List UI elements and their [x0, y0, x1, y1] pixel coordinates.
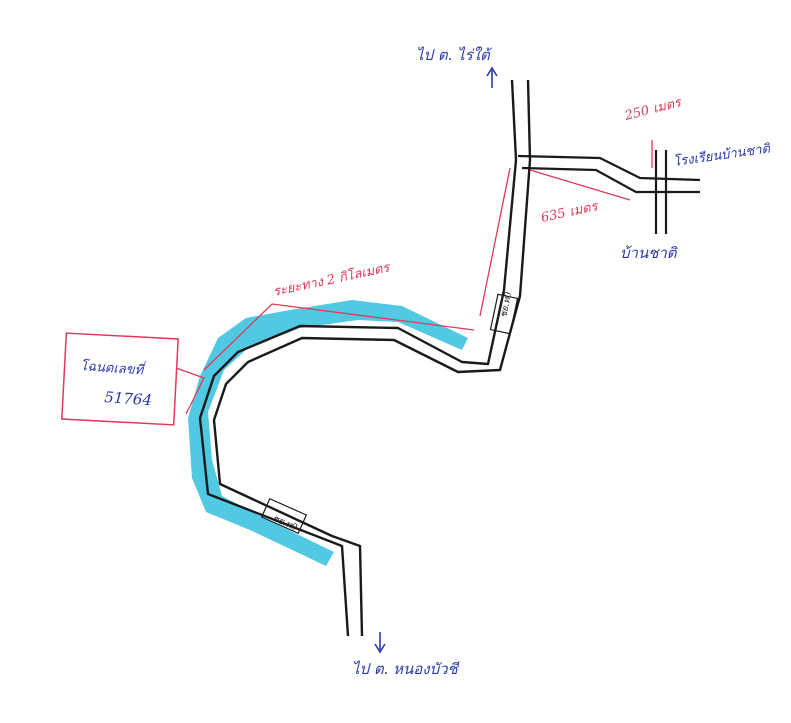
- dimension-line-north: [479, 167, 511, 317]
- label-deed-title: โฉนดเลขที่: [80, 356, 147, 379]
- label-distance-635: 635 เมตร: [540, 199, 601, 226]
- dimension-line-635: [529, 169, 631, 201]
- arrow-up-icon: [486, 66, 498, 88]
- deed-pointer-line: [175, 367, 205, 415]
- label-school: โรงเรียนบ้านชาติ: [672, 140, 772, 170]
- road-code-stamp-lower: [260, 497, 308, 535]
- label-distance-250: 250 เมตร: [622, 95, 684, 124]
- label-deed-number: 51764: [104, 388, 153, 409]
- branch-road-edge-top: [517, 154, 701, 182]
- dimension-line-2km-b: [271, 303, 475, 331]
- road-code-stamp-upper: [489, 293, 519, 335]
- branch-road-edge-bottom: [521, 166, 700, 194]
- main-road-edge-inner: [212, 79, 532, 637]
- main-road-edge-outer: [198, 79, 518, 637]
- label-to-south: ไป ต. หนองบัวชี: [352, 660, 460, 678]
- label-distance-2km: ระยะทาง 2 กิโลเมตร: [272, 259, 393, 300]
- dimension-line-2km: [203, 303, 273, 371]
- highlighted-frontage: [188, 300, 468, 566]
- label-village: บ้านชาติ: [620, 244, 679, 262]
- deed-box: [61, 332, 179, 426]
- label-to-north: ไป ต. ไร่ใต้: [416, 46, 493, 64]
- arrow-down-icon: [374, 632, 386, 654]
